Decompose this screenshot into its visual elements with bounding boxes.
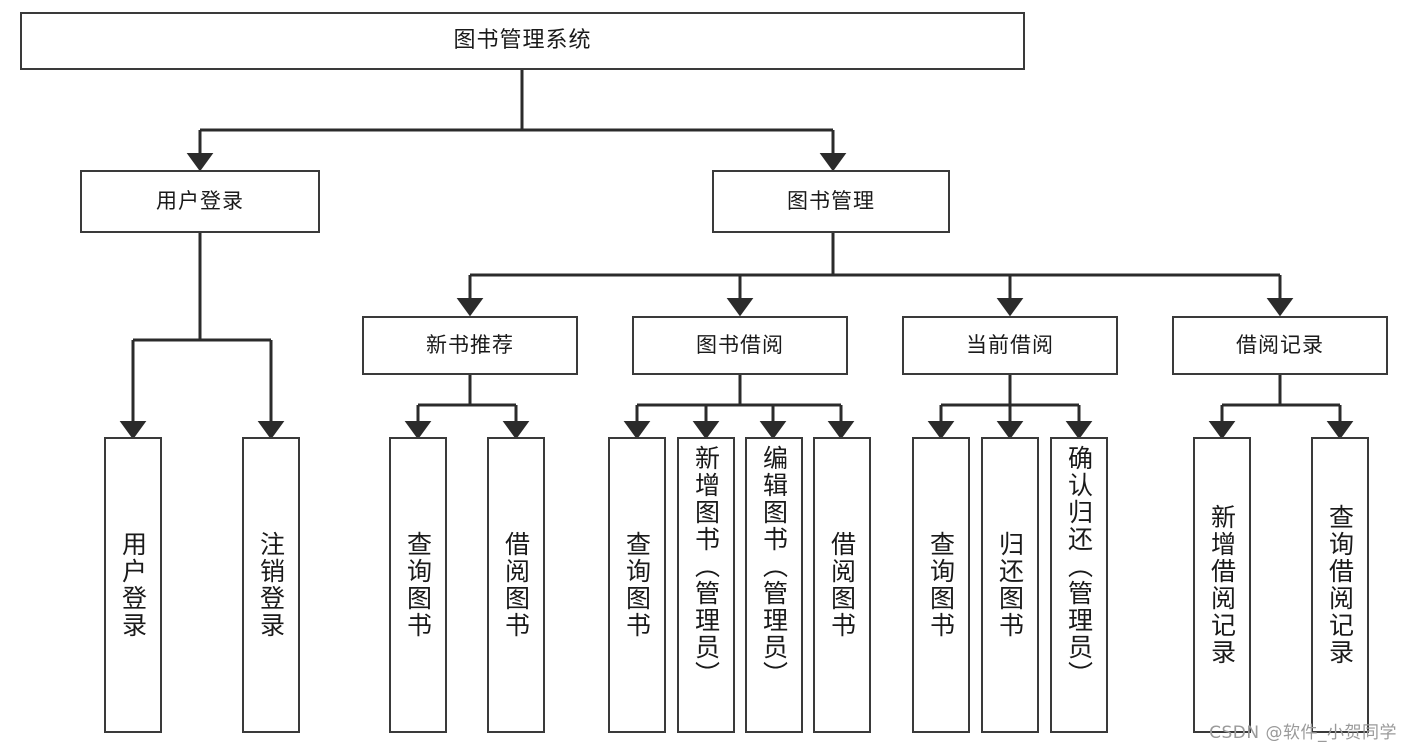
node-leaf-query-book-3[interactable]: 查询图书 [912,437,970,733]
node-book-borrow-label: 图书借阅 [696,332,784,357]
node-borrow-record[interactable]: 借阅记录 [1172,316,1388,375]
node-current-borrow-label: 当前借阅 [966,332,1054,357]
node-leaf-user-login[interactable]: 用户登录 [104,437,162,733]
node-user-login-label: 用户登录 [156,188,244,213]
node-leaf-logout-login[interactable]: 注销登录 [242,437,300,733]
node-leaf-query-record[interactable]: 查询借阅记录 [1311,437,1369,733]
node-root-label: 图书管理系统 [453,27,592,53]
node-leaf-return-book[interactable]: 归还图书 [981,437,1039,733]
node-leaf-edit-book[interactable]: 编辑图书（管理员） [745,437,803,733]
node-leaf-query-record-label: 查询借阅记录 [1325,504,1355,666]
node-leaf-confirm-return[interactable]: 确认归还（管理员） [1050,437,1108,733]
node-book-manage[interactable]: 图书管理 [712,170,950,233]
node-new-book-rec-label: 新书推荐 [426,332,514,357]
node-leaf-logout-login-label: 注销登录 [256,531,286,639]
node-root[interactable]: 图书管理系统 [20,12,1025,70]
node-leaf-add-book[interactable]: 新增图书（管理员） [677,437,735,733]
node-leaf-add-record[interactable]: 新增借阅记录 [1193,437,1251,733]
node-book-borrow[interactable]: 图书借阅 [632,316,848,375]
node-leaf-add-book-label: 新增图书（管理员） [691,445,721,688]
csdn-watermark: CSDN @软件_小贺同学 [1209,723,1397,743]
node-leaf-confirm-return-label: 确认归还（管理员） [1064,445,1094,688]
node-leaf-query-book-2[interactable]: 查询图书 [608,437,666,733]
node-current-borrow[interactable]: 当前借阅 [902,316,1118,375]
node-leaf-edit-book-label: 编辑图书（管理员） [759,445,789,688]
node-book-manage-label: 图书管理 [787,188,875,213]
node-leaf-borrow-book-1-label: 借阅图书 [501,531,531,639]
node-leaf-borrow-book-1[interactable]: 借阅图书 [487,437,545,733]
node-borrow-record-label: 借阅记录 [1236,332,1324,357]
node-leaf-user-login-label: 用户登录 [118,531,148,639]
node-leaf-query-book-1[interactable]: 查询图书 [389,437,447,733]
node-leaf-query-book-2-label: 查询图书 [622,531,652,639]
node-leaf-return-book-label: 归还图书 [995,531,1025,639]
node-leaf-borrow-book-2[interactable]: 借阅图书 [813,437,871,733]
node-leaf-query-book-3-label: 查询图书 [926,531,956,639]
node-new-book-rec[interactable]: 新书推荐 [362,316,578,375]
node-leaf-borrow-book-2-label: 借阅图书 [827,531,857,639]
node-leaf-add-record-label: 新增借阅记录 [1207,504,1237,666]
node-user-login[interactable]: 用户登录 [80,170,320,233]
node-leaf-query-book-1-label: 查询图书 [403,531,433,639]
